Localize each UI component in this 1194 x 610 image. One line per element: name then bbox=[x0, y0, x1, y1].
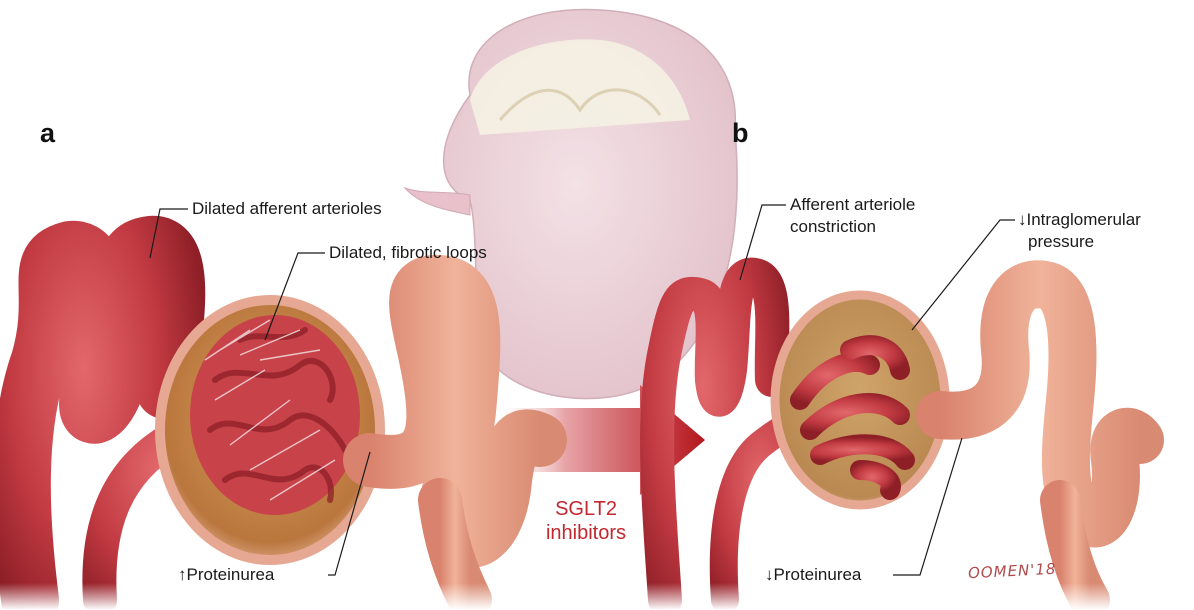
panel-label-b: b bbox=[732, 118, 749, 149]
label-increased-proteinuria: ↑Proteinurea bbox=[178, 565, 274, 585]
arrow-label-line1: SGLT2 bbox=[526, 497, 646, 521]
label-decreased-proteinuria: ↓Proteinurea bbox=[765, 565, 861, 585]
label-afferent-constriction-line2: constriction bbox=[790, 217, 876, 237]
label-afferent-constriction-line1: Afferent arteriole bbox=[790, 195, 915, 215]
label-dilated-afferent-arterioles: Dilated afferent arterioles bbox=[192, 199, 382, 219]
arrow-label-line2: inhibitors bbox=[526, 521, 646, 545]
label-intraglomerular-pressure-line2: pressure bbox=[1028, 232, 1094, 252]
panel-label-a: a bbox=[40, 118, 55, 149]
label-dilated-fibrotic-loops: Dilated, fibrotic loops bbox=[329, 243, 487, 263]
label-intraglomerular-pressure-line1: ↓Intraglomerular bbox=[1018, 210, 1141, 230]
